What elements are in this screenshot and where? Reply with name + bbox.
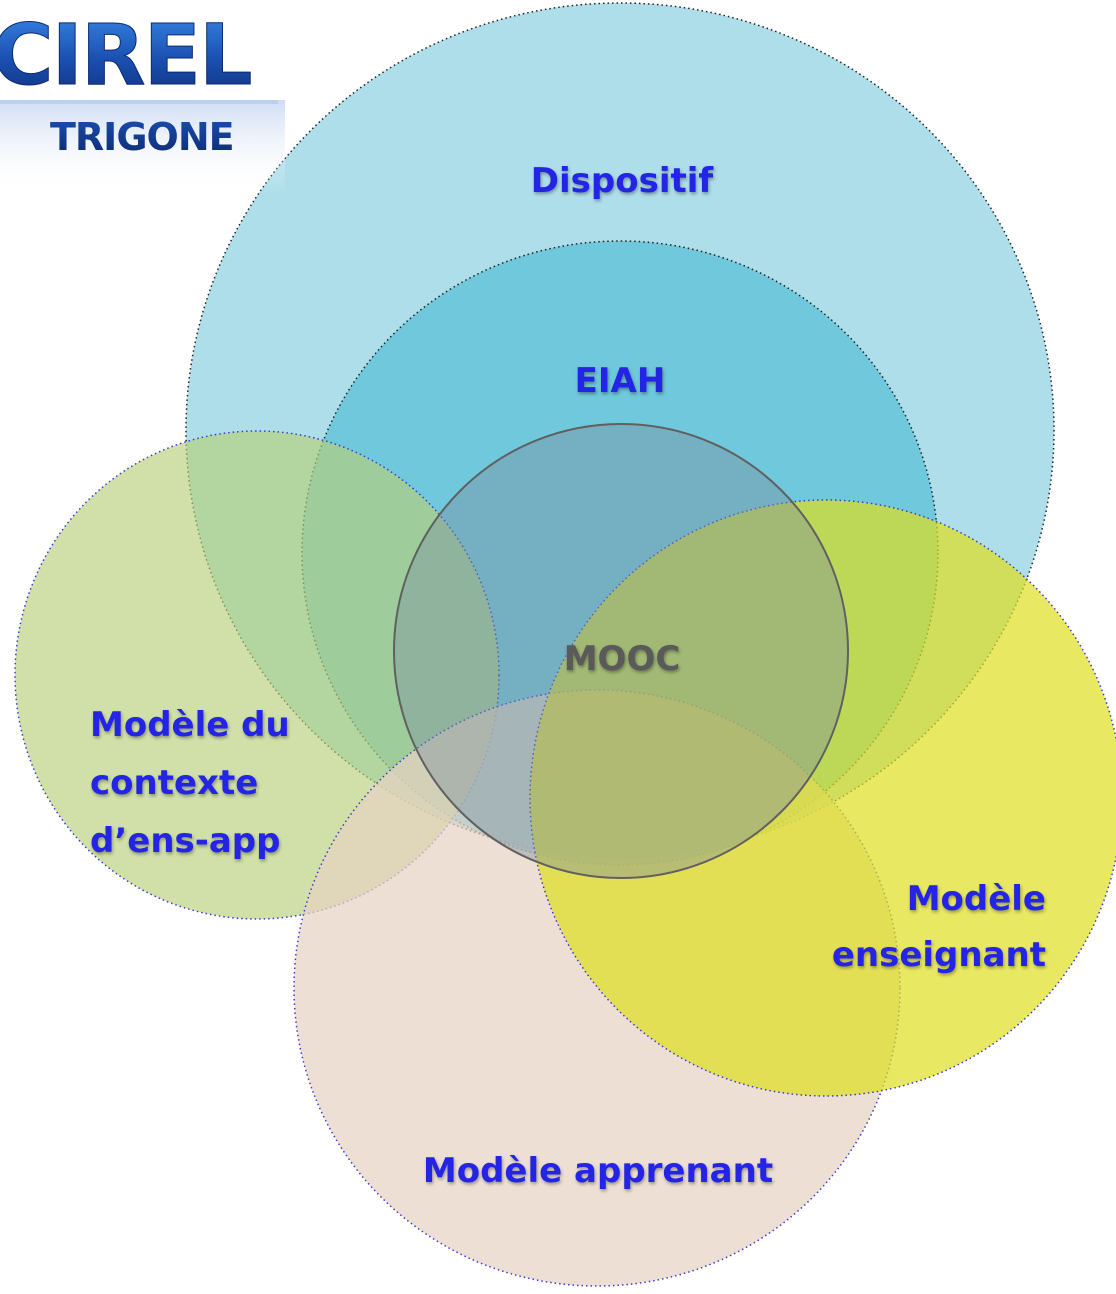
labels-group: Dispositif EIAH MOOC Modèle du contexte … xyxy=(90,161,1046,1191)
mooc-circle xyxy=(393,423,849,879)
contexte-label-line1: Modèle du xyxy=(90,705,290,745)
dispositif-label: Dispositif xyxy=(531,161,715,201)
circles-group xyxy=(14,2,1116,1287)
apprenant-label: Modèle apprenant xyxy=(423,1151,773,1191)
contexte-label-line2: contexte xyxy=(90,763,258,803)
enseignant-label-line2: enseignant xyxy=(832,935,1046,975)
enseignant-label-line1: Modèle xyxy=(907,879,1046,919)
logo-title: CIREL xyxy=(0,6,251,104)
cirel-trigone-logo: CIREL TRIGONE xyxy=(0,6,285,195)
eiah-label: EIAH xyxy=(575,361,666,401)
logo-subtitle: TRIGONE xyxy=(50,115,234,159)
enseignant-circle xyxy=(529,499,1116,1097)
logo-divider xyxy=(0,100,278,104)
contexte-label-line3: d’ens-app xyxy=(90,821,281,861)
mooc-label: MOOC xyxy=(564,639,681,679)
logo-reflection xyxy=(0,100,285,195)
